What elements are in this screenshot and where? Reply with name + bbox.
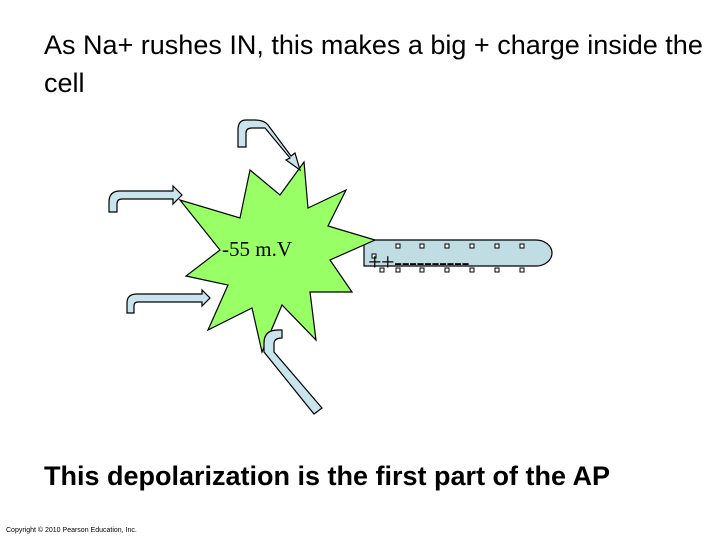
voltage-label: -55 m.V (222, 237, 292, 261)
na-influx-arrow-bottom (263, 329, 323, 415)
axon-charge-label: ++---------- (368, 250, 470, 276)
axon-channels (371, 243, 525, 273)
copyright-notice: Copyright © 2010 Pearson Education, Inc. (6, 527, 137, 534)
slide-title: As Na+ rushes IN, this makes a big + cha… (44, 30, 703, 98)
na-influx-arrow-top (237, 119, 302, 172)
axon-tube (363, 239, 553, 267)
na-influx-arrow-lower-left (126, 288, 211, 314)
depolarization-caption: This depolarization is the first part of… (44, 461, 611, 491)
trigger-zone-starburst (178, 160, 377, 354)
na-influx-arrow-upper-left (108, 184, 183, 213)
